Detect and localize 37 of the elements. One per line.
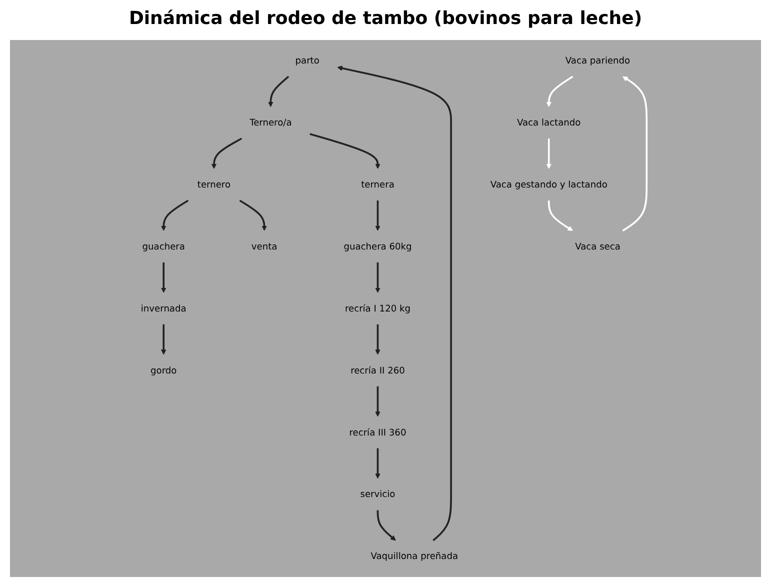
arrow: [337, 66, 452, 542]
node-text: recría II 260: [350, 364, 405, 376]
node-text: guachera: [142, 240, 185, 252]
arrow: [622, 76, 648, 232]
diagram-title: Dinámica del rodeo de tambo (bovinos para leche): [128, 8, 644, 29]
arrow: [160, 262, 166, 293]
node-text: invernada: [140, 302, 186, 314]
node-text: servicio: [360, 488, 396, 500]
node-text: gordo: [150, 364, 177, 376]
node-text: ternera: [361, 179, 394, 190]
arrow: [239, 200, 267, 231]
arrow: [548, 200, 573, 231]
arrow: [268, 76, 290, 108]
arrow: [375, 324, 380, 355]
arrow: [375, 448, 380, 479]
arrow: [160, 324, 166, 355]
node-text: guachera 60kg: [344, 240, 412, 252]
arrow: [160, 200, 189, 231]
node-text: recría I 120 kg: [344, 302, 410, 314]
arrow: [375, 386, 380, 417]
arrow: [546, 76, 574, 108]
arrow: [211, 138, 242, 169]
node-text: Vaca pariendo: [565, 55, 630, 66]
arrow: [375, 200, 380, 231]
node-text: parto: [295, 55, 320, 66]
node-text: Vaca gestando y lactando: [490, 179, 608, 190]
arrow: [376, 510, 396, 541]
arrow: [310, 133, 380, 169]
node-text: ternero: [197, 179, 231, 190]
node-text: Vaquillona preñada: [370, 550, 458, 562]
node-text: Vaca lactando: [517, 117, 581, 128]
node-text: venta: [251, 240, 278, 252]
node-text: recría III 360: [349, 426, 406, 438]
arrow: [375, 262, 380, 293]
node-text: Vaca seca: [575, 240, 620, 252]
node-text: Ternero/a: [250, 117, 292, 128]
arrow: [546, 138, 552, 169]
